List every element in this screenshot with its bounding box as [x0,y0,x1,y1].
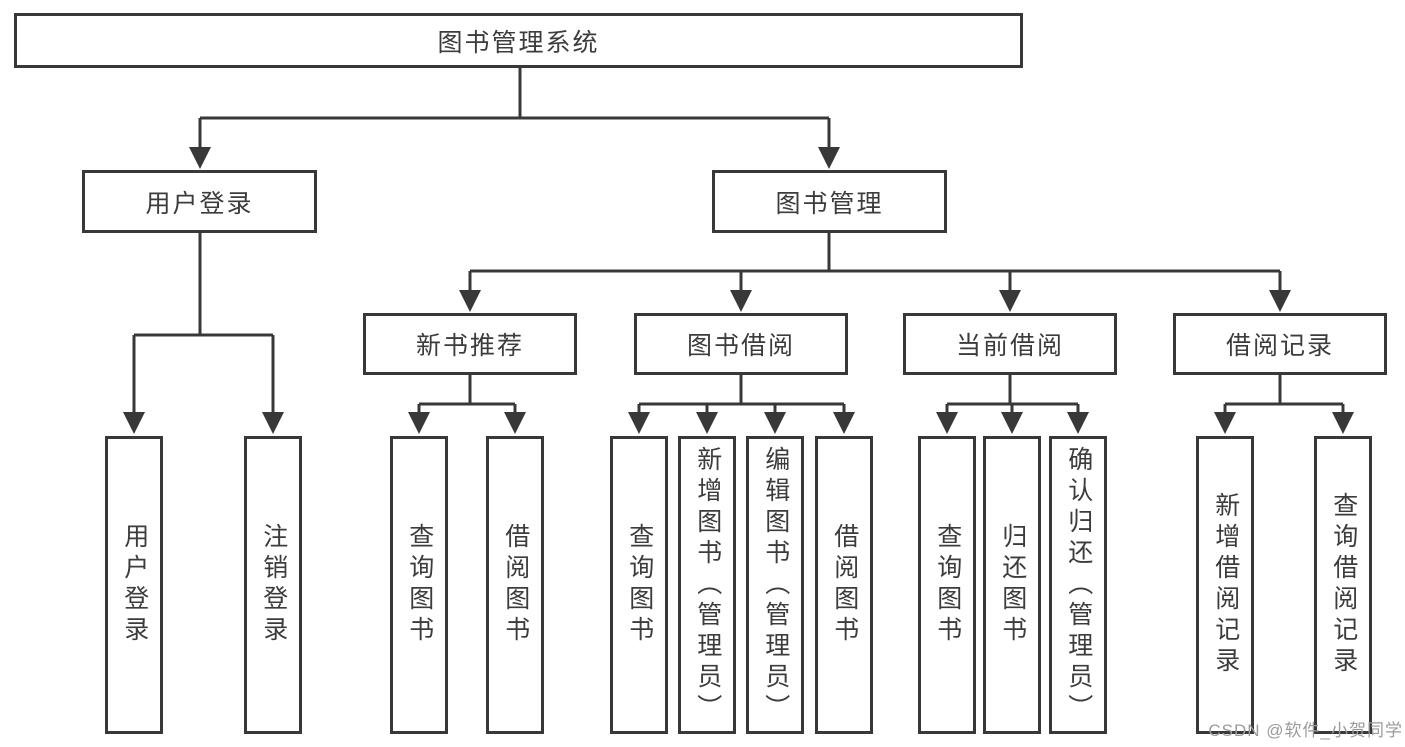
leaf-query-books-borrowing: 查询图书 [610,436,668,734]
node-label: 图书借阅 [686,332,795,360]
node-label: 归还图书 [998,523,1027,647]
leaf-query-books-recommend: 查询图书 [390,436,448,734]
node-label: 注销登录 [259,523,288,647]
node-label: 当前借阅 [955,332,1064,360]
node-label: 新书推荐 [415,332,524,360]
node-label: 借阅图书 [830,523,859,647]
leaf-add-books-admin: 新增图书（管理员） [678,436,736,734]
leaf-add-borrow-record: 新增借阅记录 [1196,436,1254,734]
node-user-login: 用户登录 [82,170,317,233]
node-label: 查询借阅记录 [1329,492,1358,678]
leaf-borrow-books-recommend: 借阅图书 [486,436,544,734]
node-label: 借阅记录 [1225,332,1334,360]
node-label: 新增图书（管理员） [693,445,722,725]
leaf-query-books-current: 查询图书 [918,436,976,734]
node-label: 图书管理系统 [437,28,600,57]
node-library-management-system: 图书管理系统 [14,13,1023,68]
node-label: 用户登录 [145,189,254,218]
leaf-return-books: 归还图书 [983,436,1041,734]
node-label: 新增借阅记录 [1211,492,1240,678]
node-label: 借阅图书 [501,523,530,647]
node-new-book-recommend: 新书推荐 [363,313,577,375]
node-label: 图书管理 [775,189,884,218]
node-book-borrowing: 图书借阅 [634,313,848,375]
leaf-query-borrow-record: 查询借阅记录 [1314,436,1372,734]
leaf-edit-books-admin: 编辑图书（管理员） [746,436,804,734]
node-borrow-records: 借阅记录 [1173,313,1387,375]
node-label: 查询图书 [625,523,654,647]
leaf-logout: 注销登录 [244,436,302,734]
csdn-watermark: CSDN @软件_小贺同学 [1208,721,1403,740]
node-label: 编辑图书（管理员） [761,445,790,725]
node-label: 确认归还（管理员） [1064,445,1093,725]
node-label: 查询图书 [405,523,434,647]
node-label: 查询图书 [933,523,962,647]
leaf-confirm-return-admin: 确认归还（管理员） [1049,436,1107,734]
leaf-borrow-books: 借阅图书 [815,436,873,734]
leaf-user-login: 用户登录 [105,436,163,734]
node-book-management: 图书管理 [712,170,947,233]
arrowheads [123,147,1354,434]
node-label: 用户登录 [120,523,149,647]
node-current-borrowing: 当前借阅 [903,313,1117,375]
